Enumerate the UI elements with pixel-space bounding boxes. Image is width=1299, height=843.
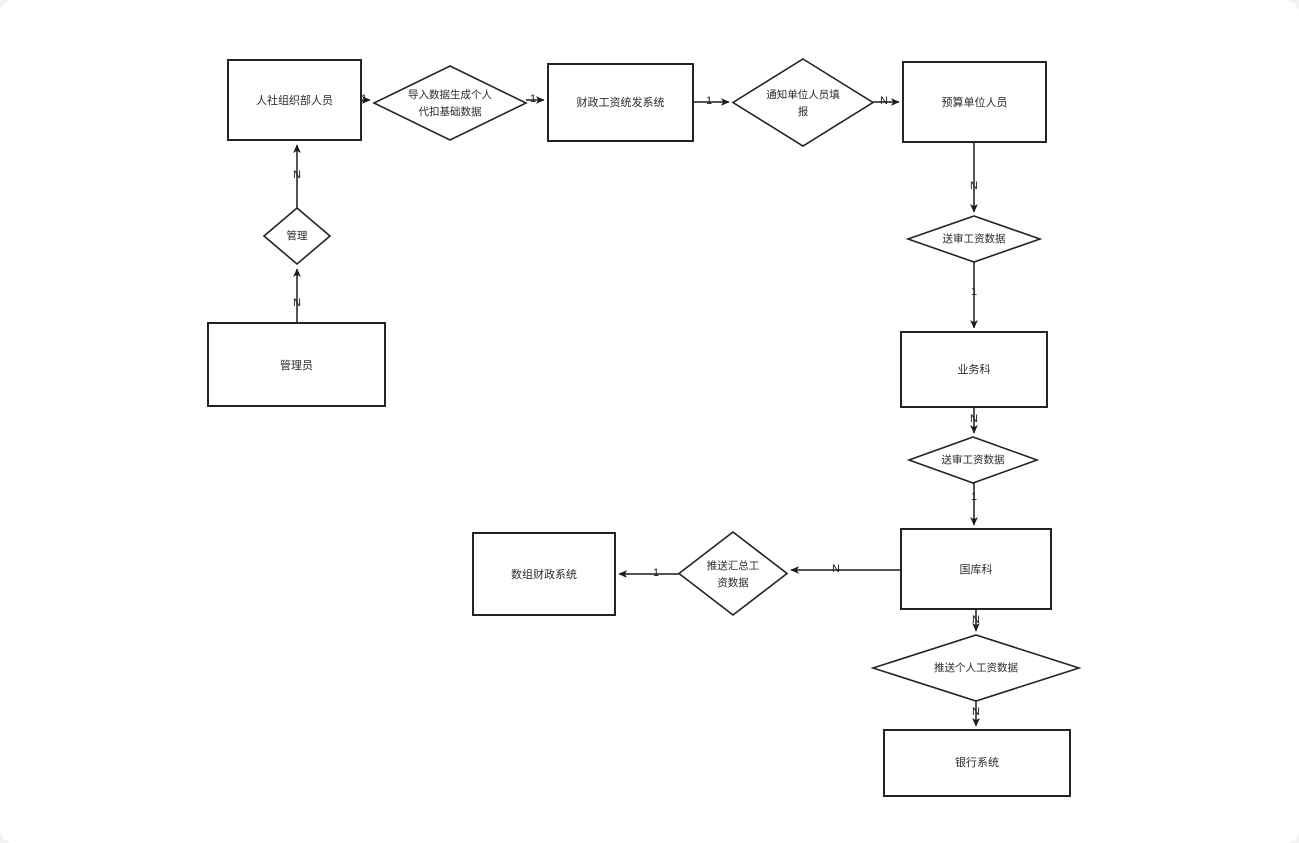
node-label: 国库科 [960,562,993,576]
node-cai-zheng-gong-zi-tong-fa-xi-tong[interactable]: 财政工资统发系统 [547,63,694,142]
node-label: 推送个人工资数据 [934,661,1018,674]
edge-label: N [293,297,301,309]
edge-e2: 1 [526,93,545,105]
node-label-line1: 通知单位人员填 [766,88,840,101]
edge-e1: 1 [361,93,371,105]
edge-label: N [972,614,980,626]
node-label: 数组财政系统 [511,567,577,581]
edge-label: 1 [706,95,712,107]
edge-e12: 1 [618,567,679,579]
node-yin-hang-xi-tong[interactable]: 银行系统 [883,729,1071,797]
node-push-aggregated-salary-data[interactable]: 推送汇总工 资数据 [677,530,789,617]
node-label-line1: 导入数据生成个人 [408,88,492,101]
node-guan-li[interactable]: 管理 [262,206,332,266]
edge-e13: N [972,609,980,632]
node-guan-li-yuan[interactable]: 管理员 [207,322,386,407]
edge-label: 1 [971,491,977,503]
node-label: 人社组织部人员 [256,93,333,107]
node-ren-she-zu-zhi-bu-ren-yuan[interactable]: 人社组织部人员 [227,59,362,141]
edge-label: 1 [530,93,536,105]
node-label-line1: 推送汇总工 [707,559,760,572]
node-label: 银行系统 [955,755,999,769]
node-yu-suan-dan-wei-ren-yuan[interactable]: 预算单位人员 [902,61,1047,143]
node-ye-wu-ke[interactable]: 业务科 [900,331,1048,408]
edge-e5: N [293,144,301,208]
node-guo-ku-ke[interactable]: 国库科 [900,528,1052,610]
node-notify-unit-staff-to-report[interactable]: 通知单位人员填 报 [731,58,875,147]
node-label-line2: 代扣基础数据 [419,105,482,118]
edge-label: N [880,95,888,107]
edge-e11: N [790,563,901,575]
edge-e6: N [293,268,301,323]
node-import-data-generate-personal-withholding[interactable]: 导入数据生成个人 代扣基础数据 [372,65,528,141]
edge-label: N [832,563,840,575]
edge-label: N [293,169,301,181]
node-shu-zu-cai-zheng-xi-tong[interactable]: 数组财政系统 [472,532,616,616]
node-label: 送审工资数据 [943,232,1006,245]
edge-e10: 1 [970,483,978,526]
node-label: 财政工资统发系统 [577,95,665,109]
node-label: 管理员 [280,358,313,372]
edge-e3: 1 [693,95,730,107]
edge-label: N [970,180,978,192]
node-song-shen-gong-zi-shu-ju-upper[interactable]: 送审工资数据 [905,215,1043,263]
edge-e14: N [972,701,980,727]
nodes-layer: 人社组织部人员 导入数据生成个人 代扣基础数据 财政工资统发系统 通知单位人员填… [207,58,1082,797]
edge-label: 1 [361,93,367,105]
node-label: 管理 [287,229,308,242]
node-label: 业务科 [958,362,991,376]
edge-e9: N [970,407,978,434]
node-label: 送审工资数据 [942,453,1005,466]
node-label: 预算单位人员 [942,95,1008,109]
edge-e7: N [970,142,978,213]
edge-label: 1 [653,567,659,579]
node-push-individual-salary-data[interactable]: 推送个人工资数据 [870,634,1082,702]
edge-label: 1 [971,286,977,298]
edge-label: N [970,413,978,425]
edge-label: N [972,706,980,718]
node-label-line2: 报 [798,105,809,118]
node-song-shen-gong-zi-shu-ju-lower[interactable]: 送审工资数据 [906,436,1040,484]
edges-layer: 1 1 1 N N [293,93,980,727]
node-label-line2: 资数据 [717,576,749,589]
edge-e8: 1 [970,262,978,329]
edge-e4: N [873,95,900,107]
